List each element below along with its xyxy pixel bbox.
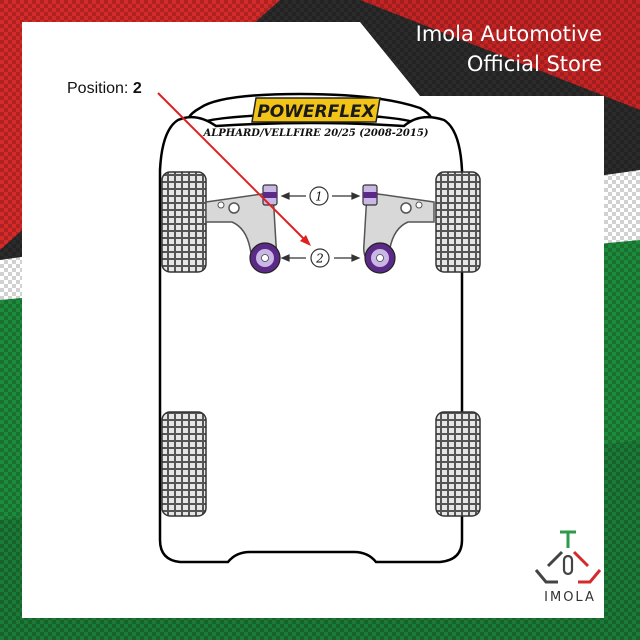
rear-right-tyre (435, 411, 481, 517)
callout-2: 2 (280, 248, 361, 268)
bush-position-2-left (249, 242, 281, 274)
position-value: 2 (132, 80, 142, 97)
powerflex-logo-text: POWERFLEX (257, 102, 375, 122)
store-name-line-2: Official Store (466, 52, 602, 76)
rear-left-tyre (161, 411, 207, 517)
callout-1-label: 1 (315, 190, 323, 204)
position-arrow (157, 92, 311, 246)
position-label: Position: 2 (67, 80, 142, 98)
callout-2-label: 2 (315, 252, 324, 266)
callout-1: 1 (280, 186, 361, 206)
store-name-line-1: Imola Automotive (415, 22, 602, 46)
bush-position-1-left (262, 184, 278, 206)
front-left-tyre (161, 171, 207, 273)
imola-logo-icon (534, 530, 602, 584)
imola-brand-text: IMOLA (544, 590, 596, 605)
position-prefix: Position: (67, 80, 133, 97)
front-right-tyre (435, 171, 481, 273)
bush-position-2-right (364, 242, 396, 274)
bush-position-1-right (362, 184, 378, 206)
powerflex-logo: POWERFLEX (251, 97, 381, 123)
model-title: ALPHARD/VELLFIRE 20/25 (2008-2015) (202, 128, 428, 139)
